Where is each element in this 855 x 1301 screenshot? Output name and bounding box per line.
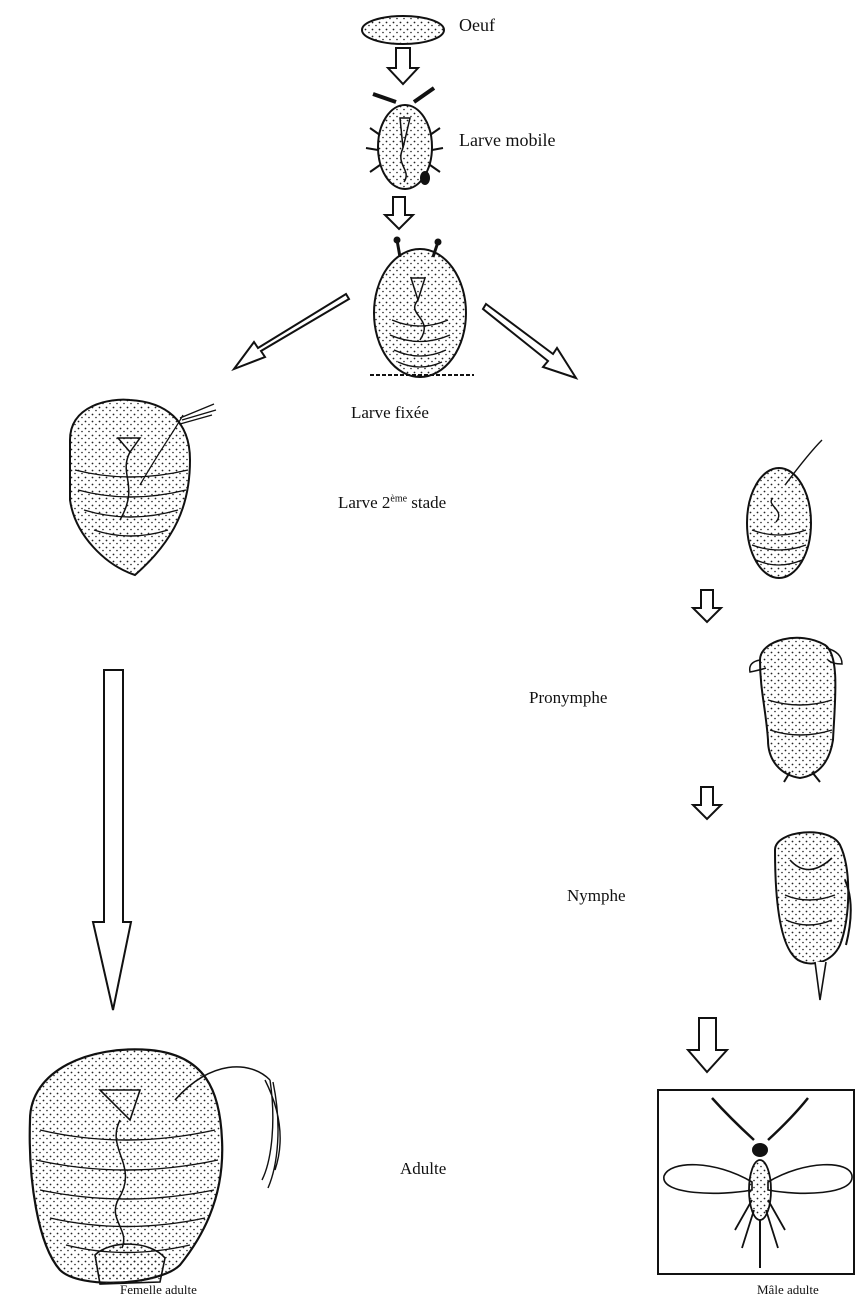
arrow-to-nymph [693, 787, 721, 819]
arrow-to-pronymph [693, 590, 721, 622]
arrow-to-female-adult [93, 670, 131, 1010]
arrow-egg-to-mobile-larva [388, 48, 418, 84]
nymph-label: Nymphe [567, 886, 626, 906]
arrow-mobile-to-fixed-larva [385, 197, 413, 229]
female-adult-label: Femelle adulte [120, 1282, 197, 1298]
pronymph-drawing [750, 638, 842, 782]
arrow-to-female-branch [234, 294, 349, 369]
pronymph-label: Pronymphe [529, 688, 607, 708]
arrow-to-male-branch [483, 304, 576, 378]
second-stage-label-sup: ème [390, 493, 407, 504]
male-adult-drawing [658, 1090, 854, 1274]
arrow-to-male-adult [688, 1018, 727, 1072]
male-adult-label: Mâle adulte [757, 1282, 819, 1298]
second-stage-larva-drawing [70, 400, 216, 575]
fixed-larva-drawing [370, 237, 474, 378]
fixed-larva-label: Larve fixée [351, 403, 429, 423]
nymph-drawing [775, 832, 851, 1000]
second-stage-label-suffix: stade [407, 493, 446, 512]
second-stage-label-prefix: Larve 2 [338, 493, 390, 512]
mobile-larva-drawing [366, 88, 443, 189]
egg-drawing [362, 16, 444, 44]
adult-label: Adulte [400, 1159, 446, 1179]
mobile-larva-label: Larve mobile [459, 130, 555, 151]
egg-label: Oeuf [459, 15, 495, 36]
second-stage-label: Larve 2ème stade [338, 493, 446, 513]
male-second-stage-larva-drawing [747, 440, 822, 578]
female-adult-drawing [30, 1049, 280, 1284]
